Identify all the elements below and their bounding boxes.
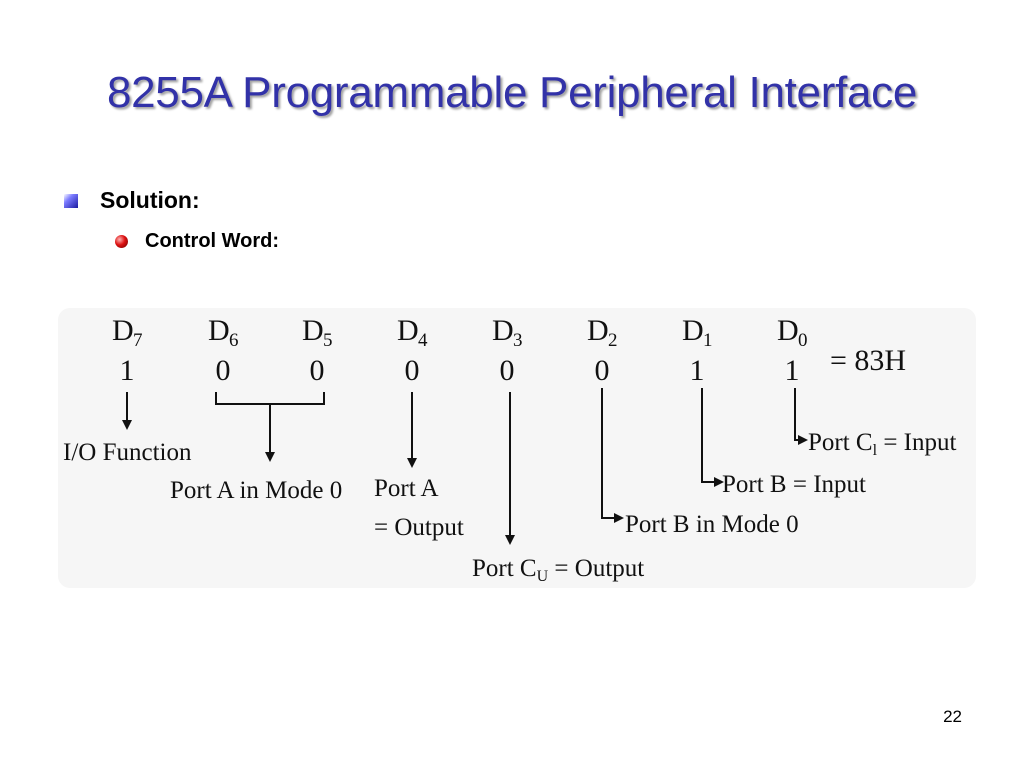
bit-value-d4: 0 (405, 354, 420, 387)
label-port-a-line1: Port A (374, 475, 439, 502)
bit-value-d2: 0 (595, 354, 610, 387)
slide-title: 8255A Programmable Peripheral Interface (106, 68, 918, 117)
bit-header-d1: D 1 (682, 314, 713, 351)
label-port-a-mode: Port A in Mode 0 (170, 477, 342, 504)
svg-text:D: D (682, 314, 704, 347)
bullet-control-word-text: Control Word: (145, 230, 280, 252)
label-port-a-line2: = Output (374, 514, 464, 541)
square-bullet-icon (64, 193, 78, 208)
svg-text:D: D (397, 314, 419, 347)
label-io-function: I/O Function (63, 439, 192, 466)
svg-text:D: D (112, 314, 134, 347)
bit-value-d6: 0 (216, 354, 231, 387)
bracket-d6-d5 (215, 392, 325, 405)
bullet-solution-text: Solution: (100, 187, 200, 213)
bit-header-d6: D 6 (208, 314, 239, 351)
page-number: 22 (943, 707, 962, 726)
round-bullet-icon (115, 235, 128, 248)
arrow-d1 (701, 388, 724, 487)
svg-text:6: 6 (229, 330, 239, 351)
bit-header-d5: D 5 (302, 314, 333, 351)
svg-text:D: D (208, 314, 230, 347)
arrow-d0 (794, 388, 808, 445)
bit-header-d3: D 3 (492, 314, 523, 351)
arrow-d2 (601, 388, 624, 523)
svg-text:1: 1 (703, 330, 713, 351)
bit-header-d4: D 4 (397, 314, 428, 351)
bit-value-d1: 1 (690, 354, 705, 387)
bit-value-d5: 0 (310, 354, 325, 387)
control-word-diagram-panel (58, 308, 976, 588)
label-port-b-input: Port B = Input (722, 471, 866, 498)
bullet-control-word: Control Word: (115, 230, 279, 253)
svg-text:0: 0 (798, 330, 808, 351)
label-port-cl: Port Cl = Input (808, 429, 956, 459)
svg-text:D: D (777, 314, 799, 347)
svg-text:5: 5 (323, 330, 333, 351)
bit-value-d0: 1 (785, 354, 800, 387)
bit-value-d3: 0 (500, 354, 515, 387)
svg-text:7: 7 (133, 330, 143, 351)
svg-text:2: 2 (608, 330, 618, 351)
bit-header-d0: D 0 (777, 314, 808, 351)
svg-text:D: D (302, 314, 324, 347)
svg-text:D: D (587, 314, 609, 347)
bullet-solution: Solution: (64, 187, 200, 214)
hex-result: = 83H (830, 344, 906, 377)
bit-value-d7: 1 (120, 354, 135, 387)
label-port-b-mode: Port B in Mode 0 (625, 511, 799, 538)
svg-text:4: 4 (418, 330, 428, 351)
bit-header-d2: D 2 (587, 314, 618, 351)
bit-header-d7: D 7 (112, 314, 143, 351)
svg-text:3: 3 (513, 330, 523, 351)
label-port-cu: Port CU = Output (472, 555, 644, 585)
svg-text:D: D (492, 314, 514, 347)
